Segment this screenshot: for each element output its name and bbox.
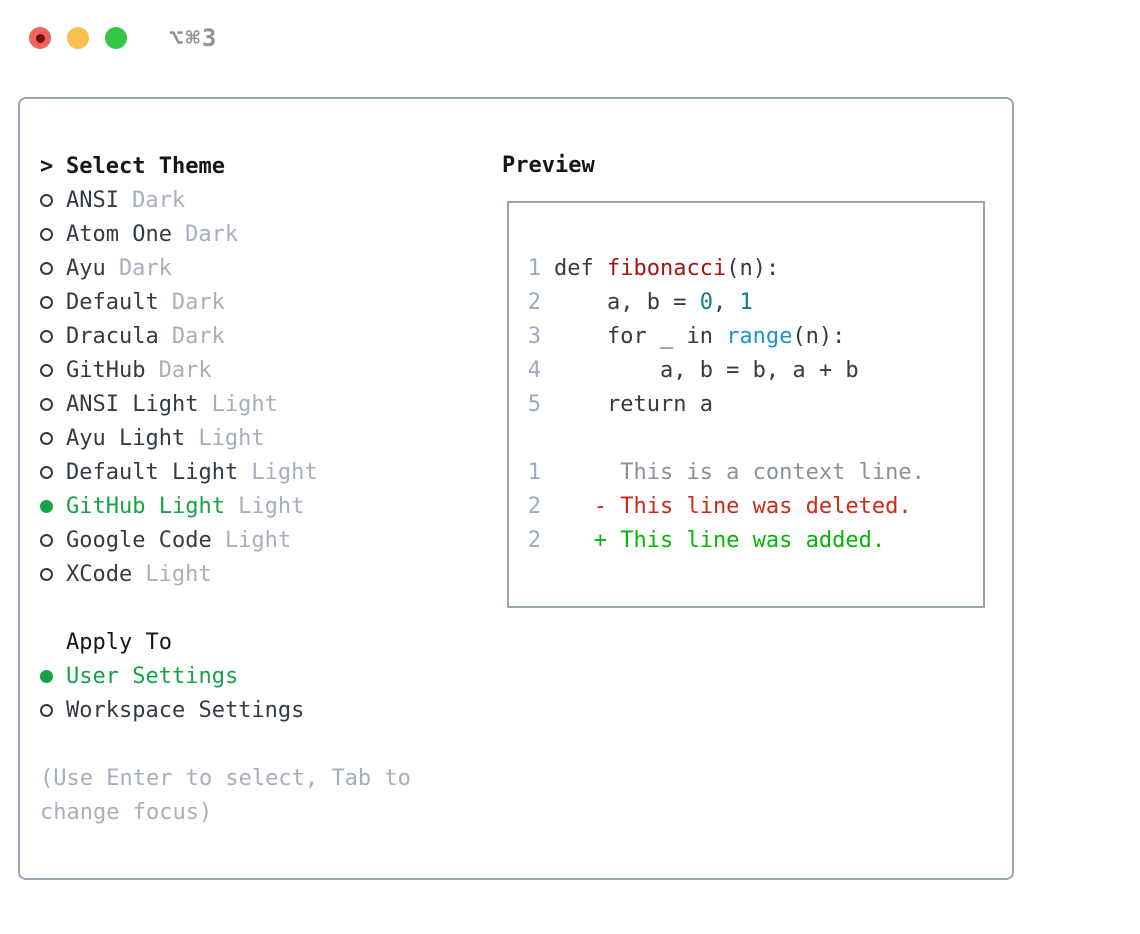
code-line: 2 + This line was added. xyxy=(527,527,886,553)
theme-option-xcode[interactable]: XCode Light xyxy=(40,557,490,591)
theme-option-github[interactable]: GitHub Dark xyxy=(40,353,490,387)
theme-variant-tag: Light xyxy=(238,493,305,519)
close-button[interactable] xyxy=(29,27,51,49)
line-number: 5 xyxy=(527,391,541,417)
radio-icon xyxy=(40,397,53,411)
hint-line: change focus) xyxy=(40,799,213,825)
theme-name: Default xyxy=(66,289,159,315)
radio-selected-icon xyxy=(40,499,53,513)
theme-variant-tag: Dark xyxy=(118,255,172,281)
theme-variant-tag: Light xyxy=(211,391,278,417)
theme-option-google-code[interactable]: Google Code Light xyxy=(40,523,490,557)
select-theme-header: > Select Theme xyxy=(40,149,490,183)
preview-title: Preview xyxy=(502,153,595,178)
theme-name: Atom One xyxy=(66,221,172,247)
theme-option-dracula[interactable]: Dracula Dark xyxy=(40,319,490,353)
prompt-caret: > xyxy=(40,153,54,179)
theme-name: ANSI Light xyxy=(66,391,199,417)
code-line: 1 This is a context line. xyxy=(527,459,925,485)
radio-icon xyxy=(40,567,53,581)
apply-option-name: User Settings xyxy=(66,663,239,689)
theme-variant-tag: Light xyxy=(224,527,292,553)
theme-option-ayu[interactable]: Ayu Dark xyxy=(40,251,490,285)
title-bar: ⌥⌘3 xyxy=(29,24,218,52)
theme-variant-tag: Light xyxy=(198,425,265,451)
theme-variant-tag: Light xyxy=(251,459,318,485)
code-line: 2 a, b = 0, 1 xyxy=(527,289,753,315)
theme-name: ANSI xyxy=(66,187,119,213)
window-title: ⌥⌘3 xyxy=(169,24,219,52)
spacer-row xyxy=(40,591,490,625)
line-number: 1 xyxy=(527,255,541,281)
apply-to-header: Apply To xyxy=(40,625,490,659)
apply-option-workspace-settings[interactable]: Workspace Settings xyxy=(40,693,490,727)
theme-variant-tag: Dark xyxy=(171,289,225,315)
apply-option-user-settings[interactable]: User Settings xyxy=(40,659,490,693)
radio-selected-icon xyxy=(40,669,53,683)
radio-icon xyxy=(40,703,53,717)
code-line: 2 - This line was deleted. xyxy=(527,493,912,519)
apply-to-label: Apply To xyxy=(66,629,172,655)
line-number: 2 xyxy=(527,289,541,315)
code-line: 4 a, b = b, a + b xyxy=(527,357,859,383)
line-number: 2 xyxy=(527,527,541,553)
theme-name: GitHub xyxy=(66,357,146,383)
radio-icon xyxy=(40,533,53,547)
theme-option-default-light[interactable]: Default Light Light xyxy=(40,455,490,489)
radio-icon xyxy=(40,329,53,343)
theme-variant-tag: Dark xyxy=(171,323,225,349)
theme-option-ansi[interactable]: ANSI Dark xyxy=(40,183,490,217)
theme-option-atom-one[interactable]: Atom One Dark xyxy=(40,217,490,251)
theme-option-default[interactable]: Default Dark xyxy=(40,285,490,319)
theme-name: GitHub Light xyxy=(66,493,225,519)
radio-icon xyxy=(40,295,53,309)
line-number: 2 xyxy=(527,493,541,519)
line-number: 3 xyxy=(527,323,541,349)
theme-option-ansi-light[interactable]: ANSI Light Light xyxy=(40,387,490,421)
radio-icon xyxy=(40,363,53,377)
theme-name: Default Light xyxy=(66,459,239,485)
radio-icon xyxy=(40,431,53,445)
select-theme-label: Select Theme xyxy=(66,153,225,179)
radio-icon xyxy=(40,227,53,241)
theme-name: Dracula xyxy=(66,323,159,349)
close-dot-icon xyxy=(35,33,45,43)
theme-name: XCode xyxy=(66,561,133,587)
radio-icon xyxy=(40,465,53,479)
theme-name: Google Code xyxy=(66,527,212,553)
code-line xyxy=(527,421,983,455)
line-number: 4 xyxy=(527,357,541,383)
theme-variant-tag: Dark xyxy=(185,221,239,247)
radio-icon xyxy=(40,193,53,207)
code-line: 3 for _ in range(n): xyxy=(527,323,846,349)
hint-line: (Use Enter to select, Tab to xyxy=(40,765,411,791)
zoom-button[interactable] xyxy=(105,27,127,49)
theme-variant-tag: Dark xyxy=(132,187,186,213)
theme-name: Ayu xyxy=(66,255,106,281)
spacer-row xyxy=(40,727,490,761)
theme-variant-tag: Light xyxy=(145,561,212,587)
theme-option-ayu-light[interactable]: Ayu Light Light xyxy=(40,421,490,455)
theme-variant-tag: Dark xyxy=(158,357,212,383)
apply-option-name: Workspace Settings xyxy=(66,697,305,723)
line-number: 1 xyxy=(527,459,541,485)
theme-option-github-light[interactable]: GitHub Light Light xyxy=(40,489,490,523)
radio-icon xyxy=(40,261,53,275)
minimize-button[interactable] xyxy=(67,27,89,49)
code-line: 5 return a xyxy=(527,391,713,417)
theme-name: Ayu Light xyxy=(66,425,186,451)
